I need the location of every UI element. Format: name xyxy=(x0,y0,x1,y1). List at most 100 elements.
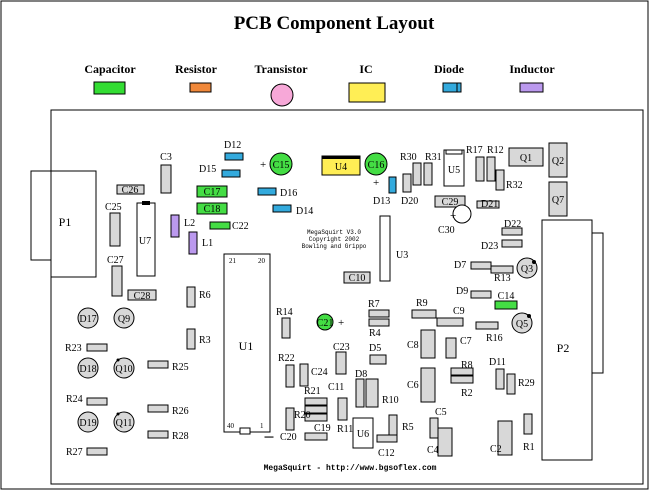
label-d16: D16 xyxy=(280,188,297,199)
label-c28: C28 xyxy=(134,291,151,302)
chip-r12 xyxy=(487,157,495,181)
silkscreen-line-3: Bowling and Grippo xyxy=(302,243,367,250)
u1-pin-21: 21 xyxy=(229,257,237,265)
ic-u1: 21 20 40 1 U1 xyxy=(224,254,270,434)
label-d8: D8 xyxy=(355,369,367,380)
label-d14: D14 xyxy=(296,206,313,217)
chip-r26 xyxy=(148,405,168,412)
label-r20: R20 xyxy=(294,410,311,421)
chip-r27 xyxy=(87,448,107,455)
legend-label-transistor: Transistor xyxy=(254,62,308,76)
legend-label-diode: Diode xyxy=(434,62,465,76)
label-q3: Q3 xyxy=(521,264,533,275)
chip-c6 xyxy=(421,368,435,402)
label-d21: D21 xyxy=(481,199,498,210)
ic-u6: U7 xyxy=(137,201,155,276)
legend-swatch-diode xyxy=(443,83,461,92)
label-r12: R12 xyxy=(487,145,504,156)
chip-r9 xyxy=(412,310,436,318)
chip-r31 xyxy=(424,163,432,185)
chip-r28 xyxy=(148,431,168,438)
chip-r32 xyxy=(496,170,504,190)
u1-pin-1: 1 xyxy=(260,422,264,430)
label-r23: R23 xyxy=(65,343,82,354)
chip-c12 xyxy=(377,435,397,442)
label-c6: C6 xyxy=(407,380,419,391)
label-c7: C7 xyxy=(460,336,472,347)
chip-c7 xyxy=(446,338,456,358)
chip-r24 xyxy=(87,398,107,405)
label-p1: P1 xyxy=(59,215,72,229)
u1-pin-40: 40 xyxy=(227,422,235,430)
label-c21: C21 xyxy=(317,318,334,329)
label-r14: R14 xyxy=(276,307,293,318)
chip-r7 xyxy=(369,310,389,317)
cap-c14 xyxy=(495,301,517,309)
label-c3: C3 xyxy=(160,152,172,163)
label-r5: R5 xyxy=(402,422,414,433)
diagram-title: PCB Component Layout xyxy=(234,13,435,34)
label-r2: R2 xyxy=(461,388,473,399)
label-r31: R31 xyxy=(425,152,442,163)
label-d15: D15 xyxy=(199,164,216,175)
diode-d16 xyxy=(258,188,276,195)
label-d9: D9 xyxy=(456,286,468,297)
label-r6: R6 xyxy=(199,290,211,301)
svg-text:+: + xyxy=(338,317,344,329)
silkscreen-line-2: Copyright 2002 xyxy=(309,236,360,243)
label-c14: C14 xyxy=(498,291,515,302)
label-r29: R29 xyxy=(518,378,535,389)
label-c17: C17 xyxy=(204,187,221,198)
svg-text:+: + xyxy=(450,210,456,222)
label-u1: U1 xyxy=(239,339,254,353)
chip-r6 xyxy=(187,287,195,307)
chip-r22 xyxy=(286,365,294,387)
label-c18: C18 xyxy=(204,204,221,215)
label-d13: D13 xyxy=(373,196,390,207)
label-q11: Q11 xyxy=(116,418,133,429)
label-u4: U6 xyxy=(357,429,369,440)
chip-r16 xyxy=(476,322,498,329)
label-q5: Q5 xyxy=(516,319,528,330)
chip-r13 xyxy=(491,266,513,273)
label-r9: R9 xyxy=(416,298,428,309)
label-c15: C15 xyxy=(273,160,290,171)
chip-c23 xyxy=(336,352,346,374)
label-c4: C4 xyxy=(427,445,439,456)
legend-swatch-inductor xyxy=(520,83,543,92)
label-p2: P2 xyxy=(557,341,570,355)
label-q7: Q7 xyxy=(552,195,564,206)
diode-d14 xyxy=(273,205,291,212)
label-c19: C19 xyxy=(314,423,331,434)
legend-swatch-transistor xyxy=(271,84,293,106)
legend-label-resistor: Resistor xyxy=(175,62,218,76)
label-c5: C5 xyxy=(435,407,447,418)
chip-r29 xyxy=(507,374,515,394)
diode-d13 xyxy=(389,177,396,193)
chip-r10 xyxy=(366,379,378,407)
legend-swatch-capacitor xyxy=(94,82,125,94)
ic-u7: U5 xyxy=(444,150,464,186)
legend-label-capacitor: Capacitor xyxy=(84,62,136,76)
label-r22: R22 xyxy=(278,353,295,364)
chip-c19 xyxy=(305,433,327,440)
label-r13: R13 xyxy=(494,273,511,284)
label-r25: R25 xyxy=(172,362,189,373)
chip-r20 xyxy=(286,408,294,430)
label-c29: C29 xyxy=(442,197,459,208)
u1-pin-20: 20 xyxy=(258,257,266,265)
silkscreen-line-1: MegaSquirt V3.0 xyxy=(307,229,361,236)
label-q9: Q9 xyxy=(118,314,130,325)
label-c20: C20 xyxy=(280,432,297,443)
chip-r23 xyxy=(87,344,107,351)
board-footer: MegaSquirt - http://www.bgsoflex.com xyxy=(264,464,437,473)
chip-r1 xyxy=(524,414,532,434)
label-r10: R10 xyxy=(382,395,399,406)
label-d20: D20 xyxy=(401,196,418,207)
chip-r30 xyxy=(413,163,421,185)
label-c30: C30 xyxy=(438,225,455,236)
chip-d9 xyxy=(471,291,491,298)
ic-u4: U6 xyxy=(353,418,373,448)
